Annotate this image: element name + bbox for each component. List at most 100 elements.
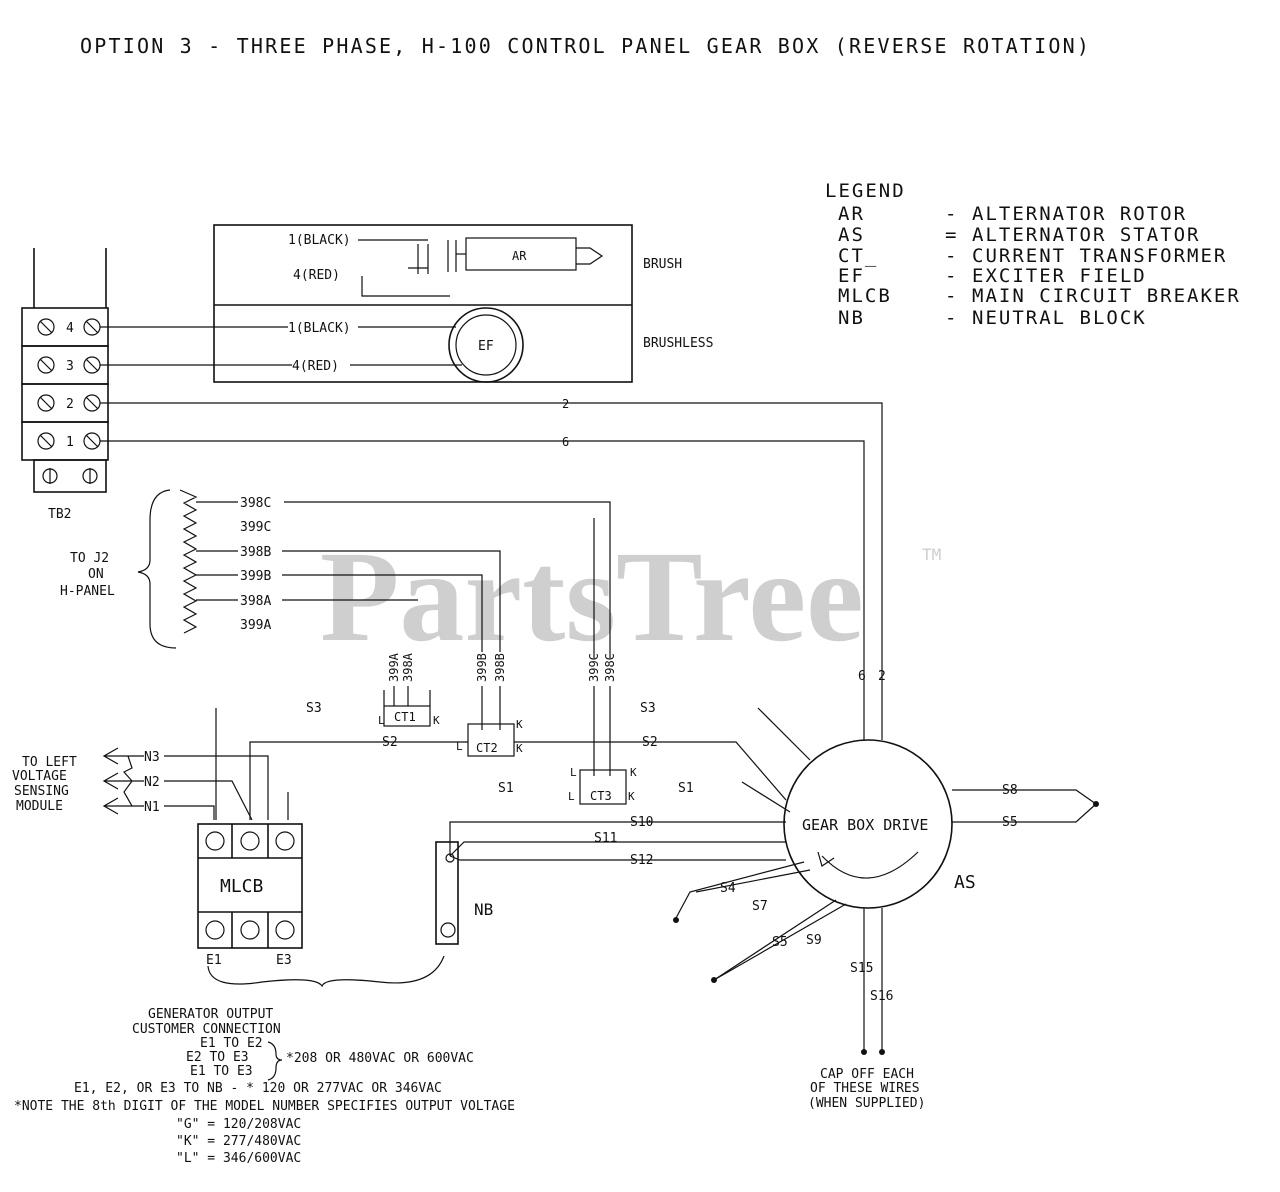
digit-note: *NOTE THE 8th DIGIT OF THE MODEL NUMBER … [14, 1099, 515, 1114]
cap-note-3: (WHEN SUPPLIED) [808, 1096, 925, 1111]
s10-label: S10 [630, 815, 653, 830]
ct3-wire-399c: 399C [587, 653, 601, 682]
tb2-label: TB2 [48, 507, 71, 522]
brushless-wire-red: 4(RED) [292, 359, 339, 374]
terminal-block-tb2: 4 3 2 1 TB2 [21, 248, 109, 522]
code-k: "K" = 277/480VAC [176, 1134, 301, 1149]
as-label: AS [954, 872, 976, 893]
s16-label: S16 [870, 989, 893, 1004]
wire-6-label: 6 [562, 435, 569, 449]
voltage-sensing-module: TO LEFT VOLTAGE SENSING MODULE N3 N2 N1 [12, 747, 269, 821]
cap-note-2: OF THESE WIRES [810, 1081, 920, 1096]
legend-code-ar: AR [838, 203, 865, 225]
tb2-terminal-3: 3 [66, 359, 74, 374]
tb2-terminal-2: 2 [66, 397, 74, 412]
watermark-tm: TM [922, 545, 941, 564]
ct2: 399B 398B CT2 L K K [456, 653, 523, 757]
exciter-field-ef [448, 307, 524, 383]
legend-sep-as: = [945, 224, 958, 246]
neutral-block-nb: NB [435, 841, 493, 945]
legend-sep-mlcb: - [945, 285, 958, 307]
legend-sep-ef: - [945, 265, 958, 287]
watermark: PartsTree [320, 525, 864, 669]
alternator-stator: GEAR BOX DRIVE AS S8 S5 S4 S7 S5 S9 S15 … [673, 700, 1099, 1111]
mlcb-e1: E1 [206, 953, 222, 968]
legend-code-mlcb: MLCB [838, 285, 892, 307]
ar-label: AR [512, 249, 527, 263]
legend-heading: LEGEND [825, 180, 906, 202]
s3-label-left: S3 [306, 701, 322, 716]
ct2-l: L [456, 740, 463, 753]
brushless-wire-black: 1(BLACK) [288, 321, 351, 336]
ct1-label: CT1 [394, 710, 416, 724]
ct3-k2: K [628, 790, 635, 803]
ct2-label: CT2 [476, 741, 498, 755]
s8-label: S8 [1002, 783, 1018, 798]
s5-label-lower: S5 [772, 935, 788, 950]
cap-note-1: CAP OFF EACH [820, 1067, 914, 1082]
brushless-label: BRUSHLESS [643, 336, 713, 351]
legend-desc-as: ALTERNATOR STATOR [972, 224, 1200, 246]
ct3-label: CT3 [590, 789, 612, 803]
mlcb-label: MLCB [220, 876, 263, 897]
j2-wire-398c: 398C [240, 496, 271, 511]
s11-label: S11 [594, 831, 617, 846]
legend-code-nb: NB [838, 307, 865, 329]
code-g: "G" = 120/208VAC [176, 1117, 301, 1132]
j2-harness: TO J2 ON H-PANEL 398C 399C 398B 399B 398… [60, 489, 271, 649]
pairs-voltage: *208 OR 480VAC OR 600VAC [286, 1051, 474, 1066]
s15-label: S15 [850, 961, 873, 976]
mlcb: MLCB E1 E3 [197, 823, 303, 968]
j2-line-1: TO J2 [70, 551, 109, 566]
j2-line-3: H-PANEL [60, 584, 115, 599]
legend-desc-ct: CURRENT TRANSFORMER [972, 245, 1227, 267]
output-title-1: GENERATOR OUTPUT [148, 1007, 273, 1022]
rotor-box: 1(BLACK) 4(RED) AR BRUSH 1(BLACK) 4(RED)… [213, 224, 713, 383]
stator-label: GEAR BOX DRIVE [802, 816, 928, 834]
s2-label-right: S2 [642, 735, 658, 750]
legend-desc-ar: ALTERNATOR ROTOR [972, 203, 1187, 225]
tb2-terminal-4: 4 [66, 321, 74, 336]
vsm-line-4: MODULE [16, 799, 63, 814]
s5-label-right: S5 [1002, 815, 1018, 830]
j2-wire-399c: 399C [240, 520, 271, 535]
ct1-wire-398a: 398A [401, 652, 415, 682]
j2-line-2: ON [88, 567, 104, 582]
legend-sep-nb: - [945, 307, 958, 329]
legend-desc-nb: NEUTRAL BLOCK [972, 307, 1147, 329]
ct2-wire-398b: 398B [493, 653, 507, 682]
brush-wire-black: 1(BLACK) [288, 233, 351, 248]
wire-2-end-label: 2 [878, 669, 886, 684]
s3-label-right: S3 [640, 701, 656, 716]
j2-wire-398a: 398A [240, 594, 271, 609]
legend-code-ef: EF [838, 265, 865, 287]
j2-wire-399a: 399A [240, 618, 271, 633]
tb2-terminal-1: 1 [66, 435, 74, 450]
ct3-l: L [570, 766, 577, 779]
pair-e1-e2: E1 TO E2 [200, 1036, 263, 1051]
vsm-wire-n3: N3 [144, 750, 160, 765]
ef-label: EF [478, 339, 494, 354]
brush-wire-red: 4(RED) [293, 268, 340, 283]
pair-e1-e3: E1 TO E3 [190, 1064, 253, 1079]
alternator-rotor-ar [465, 237, 577, 271]
ct2-k2: K [516, 742, 523, 755]
ct1: 399A 398A CT1 L K [378, 652, 440, 727]
s12-label: S12 [630, 853, 653, 868]
legend-code-as: AS [838, 224, 865, 246]
output-notes: GENERATOR OUTPUT CUSTOMER CONNECTION E1 … [14, 1007, 515, 1166]
s2-label-left: S2 [382, 735, 398, 750]
code-l: "L" = 346/600VAC [176, 1151, 301, 1166]
vsm-line-3: SENSING [14, 784, 69, 799]
legend-sep-ar: - [945, 203, 958, 225]
brush-label: BRUSH [643, 257, 682, 272]
legend-desc-mlcb: MAIN CIRCUIT BREAKER [972, 285, 1241, 307]
ct1-wire-399a: 399A [387, 652, 401, 682]
diagram-title: OPTION 3 - THREE PHASE, H-100 CONTROL PA… [80, 34, 1091, 58]
ct2-k: K [516, 718, 523, 731]
wire-6-end-label: 6 [858, 669, 866, 684]
wire-2-label: 2 [562, 397, 569, 411]
pair-e2-e3: E2 TO E3 [186, 1050, 249, 1065]
legend: LEGEND AR - ALTERNATOR ROTOR AS = ALTERN… [825, 180, 1241, 329]
